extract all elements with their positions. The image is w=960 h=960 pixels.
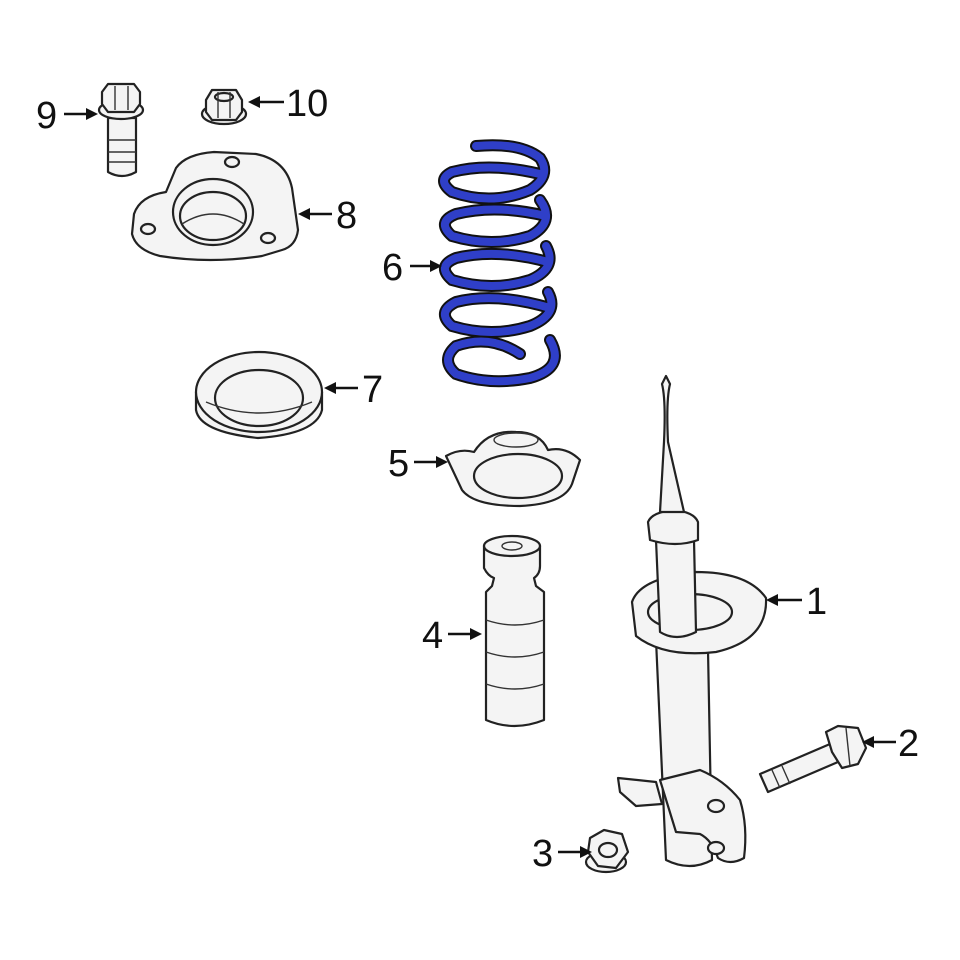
callout-6-label: 6 — [382, 247, 403, 289]
callout-3: 3 — [532, 833, 592, 875]
callout-9: 9 — [36, 95, 98, 137]
callout-8-label: 8 — [336, 195, 357, 237]
part-4-bump-stop[interactable] — [482, 534, 546, 728]
callout-2-label: 2 — [898, 723, 919, 765]
callout-3-label: 3 — [532, 833, 553, 875]
part-7-spring-insulator[interactable] — [194, 350, 324, 440]
callout-2: 2 — [862, 723, 919, 765]
callout-7: 7 — [324, 369, 383, 411]
callout-6: 6 — [382, 247, 442, 289]
callout-10: 10 — [248, 83, 328, 125]
callout-10-label: 10 — [286, 83, 328, 125]
callout-1: 1 — [766, 581, 827, 623]
callout-5-label: 5 — [388, 443, 409, 485]
part-1-strut-assembly[interactable] — [616, 374, 768, 868]
part-3-nut[interactable] — [584, 828, 630, 874]
callout-9-label: 9 — [36, 95, 57, 137]
callout-8: 8 — [298, 195, 357, 237]
callout-5: 5 — [388, 443, 448, 485]
part-9-bolt[interactable] — [97, 82, 145, 178]
callout-4: 4 — [422, 615, 482, 657]
callout-7-label: 7 — [362, 369, 383, 411]
part-8-strut-mount[interactable] — [130, 150, 300, 262]
callout-4-label: 4 — [422, 615, 443, 657]
part-5-spring-seat[interactable] — [444, 430, 582, 508]
callout-1-label: 1 — [806, 581, 827, 623]
part-10-nut[interactable] — [200, 88, 248, 126]
part-6-coil-spring[interactable] — [438, 139, 561, 388]
part-2-bolt[interactable] — [758, 724, 868, 794]
